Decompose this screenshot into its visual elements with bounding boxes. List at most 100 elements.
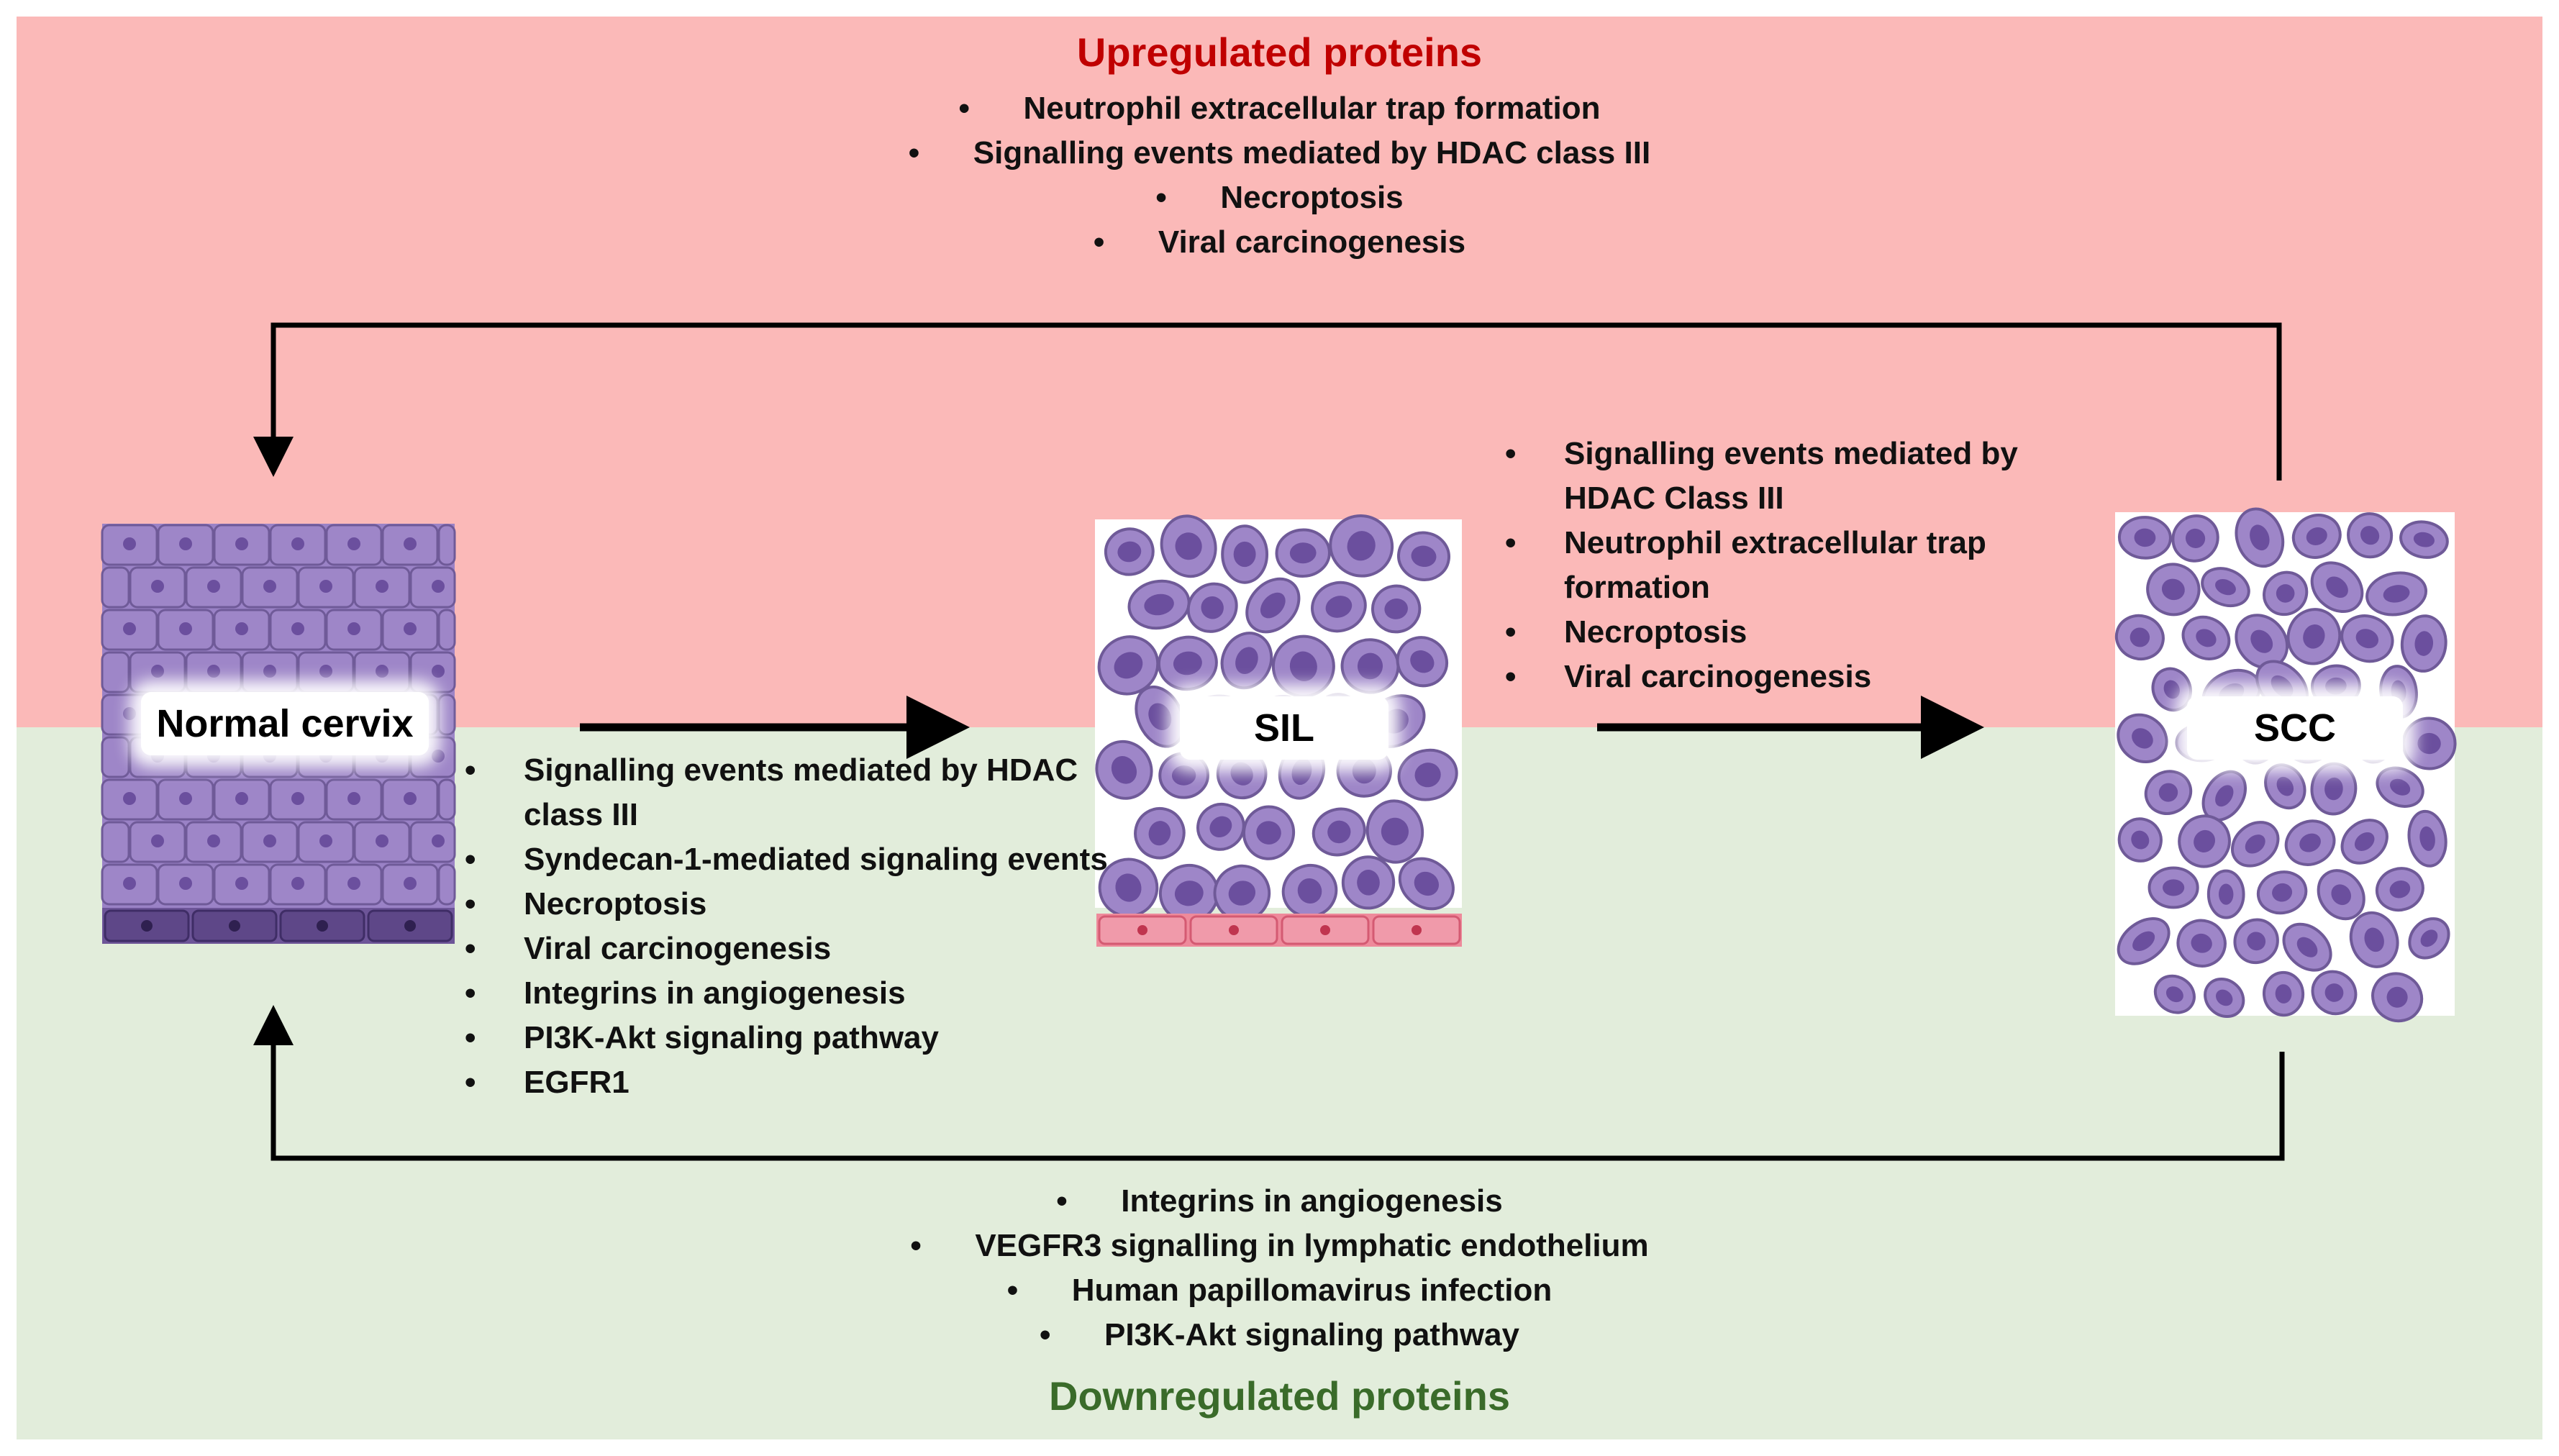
nucleus-icon xyxy=(179,792,192,805)
nucleus-icon xyxy=(2389,880,2411,898)
nucleus-icon xyxy=(1148,821,1171,846)
nucleus-icon xyxy=(2218,883,2234,905)
nucleus-icon xyxy=(2331,884,2352,906)
nucleus-icon xyxy=(123,877,136,890)
nucleus-icon xyxy=(1230,762,1253,786)
nucleus-icon xyxy=(1414,871,1440,896)
nucleus-icon xyxy=(2215,579,2236,596)
nucleus-icon xyxy=(1174,881,1204,906)
nucleus-icon xyxy=(2419,826,2435,851)
nucleus-icon xyxy=(1347,531,1376,561)
nucleus-icon xyxy=(404,877,417,890)
nucleus-icon xyxy=(207,834,220,847)
nucleus-icon xyxy=(235,792,248,805)
nucleus-icon xyxy=(1320,925,1330,935)
nucleus-icon xyxy=(2247,932,2266,951)
normal-to-sil-list: Signalling events mediated by HDAC class… xyxy=(465,748,1112,1105)
nucleus-icon xyxy=(1201,596,1224,619)
nucleus-icon xyxy=(1289,542,1317,564)
nucleus-icon xyxy=(1115,873,1142,902)
list-item: Necroptosis xyxy=(1505,610,2081,655)
nucleus-icon xyxy=(235,622,248,635)
nucleus-icon xyxy=(291,537,304,550)
list-item: Neutrophil extracellular trap formation xyxy=(0,86,2559,131)
nucleus-icon xyxy=(291,877,304,890)
nucleus-icon xyxy=(2131,830,2150,850)
nucleus-icon xyxy=(1411,545,1437,568)
nucleus-icon xyxy=(179,877,192,890)
nucleus-icon xyxy=(2191,933,2212,953)
nucleus-icon xyxy=(1384,599,1408,619)
nucleus-icon xyxy=(229,920,240,932)
nucleus-icon xyxy=(1111,756,1137,784)
nucleus-icon xyxy=(1175,532,1202,560)
nucleus-icon xyxy=(1233,541,1256,568)
nucleus-icon xyxy=(2163,680,2180,699)
list-item: EGFR1 xyxy=(465,1060,1112,1105)
nucleus-icon xyxy=(2324,777,2343,801)
nucleus-icon xyxy=(376,834,388,847)
nucleus-icon xyxy=(179,537,192,550)
top-feedback-arrow xyxy=(253,322,2282,481)
list-item: Viral carcinogenesis xyxy=(1505,655,2081,699)
nucleus-icon xyxy=(1171,765,1196,786)
nucleus-icon xyxy=(432,580,445,593)
nucleus-icon xyxy=(2360,526,2380,545)
list-item: Viral carcinogenesis xyxy=(465,927,1112,971)
list-item: Signalling events mediated by HDAC class… xyxy=(0,131,2559,176)
list-item: Necroptosis xyxy=(465,882,1112,927)
nucleus-icon xyxy=(1235,647,1258,675)
nucleus-icon xyxy=(2216,989,2233,1006)
list-item: Signalling events mediated by HDAC class… xyxy=(465,748,1112,837)
nucleus-icon xyxy=(2296,937,2318,957)
nucleus-icon xyxy=(2165,986,2183,1003)
nucleus-icon xyxy=(2185,528,2206,549)
nucleus-icon xyxy=(1382,709,1409,734)
nucleus-icon xyxy=(2386,986,2408,1008)
nucleus-icon xyxy=(2299,833,2321,852)
nucleus-icon xyxy=(2326,576,2348,599)
stage-label-normal-cervix: Normal cervix xyxy=(141,692,429,755)
cell-icon xyxy=(437,778,456,821)
nucleus-icon xyxy=(432,750,445,763)
nucleus-icon xyxy=(151,580,164,593)
nucleus-icon xyxy=(263,580,276,593)
nucleus-icon xyxy=(123,537,136,550)
nucleus-icon xyxy=(1228,881,1256,906)
nucleus-icon xyxy=(2383,585,2410,603)
nucleus-icon xyxy=(291,792,304,805)
cell-icon xyxy=(101,651,130,693)
nucleus-icon xyxy=(1414,763,1441,788)
nucleus-icon xyxy=(404,920,416,932)
nucleus-icon xyxy=(1260,592,1286,619)
nucleus-icon xyxy=(179,622,192,635)
nucleus-icon xyxy=(319,665,332,678)
nucleus-icon xyxy=(235,877,248,890)
nucleus-icon xyxy=(1137,925,1147,935)
nucleus-icon xyxy=(2245,834,2265,854)
nucleus-icon xyxy=(432,834,445,847)
cell-icon xyxy=(101,736,130,778)
nucleus-icon xyxy=(2303,624,2325,649)
nucleus-icon xyxy=(319,580,332,593)
nucleus-icon xyxy=(319,834,332,847)
list-item: Necroptosis xyxy=(0,176,2559,220)
nucleus-icon xyxy=(1325,596,1353,618)
nucleus-icon xyxy=(2250,629,2273,653)
nucleus-icon xyxy=(1144,593,1174,616)
bottom-feedback-arrow xyxy=(253,1005,2285,1161)
nucleus-icon xyxy=(2132,728,2153,749)
nucleus-icon xyxy=(1229,925,1239,935)
nucleus-icon xyxy=(2196,629,2217,647)
nucleus-icon xyxy=(376,580,388,593)
nucleus-icon xyxy=(1256,821,1281,845)
nucleus-icon xyxy=(2389,778,2411,796)
nucleus-icon xyxy=(263,665,276,678)
list-item: VEGFR3 signalling in lymphatic endotheli… xyxy=(0,1224,2559,1268)
nucleus-icon xyxy=(2414,631,2434,656)
nucleus-icon xyxy=(2272,883,2293,902)
nucleus-icon xyxy=(1357,870,1380,896)
nucleus-icon xyxy=(2163,879,2185,896)
nucleus-icon xyxy=(1410,650,1435,673)
nucleus-icon xyxy=(2215,785,2234,807)
